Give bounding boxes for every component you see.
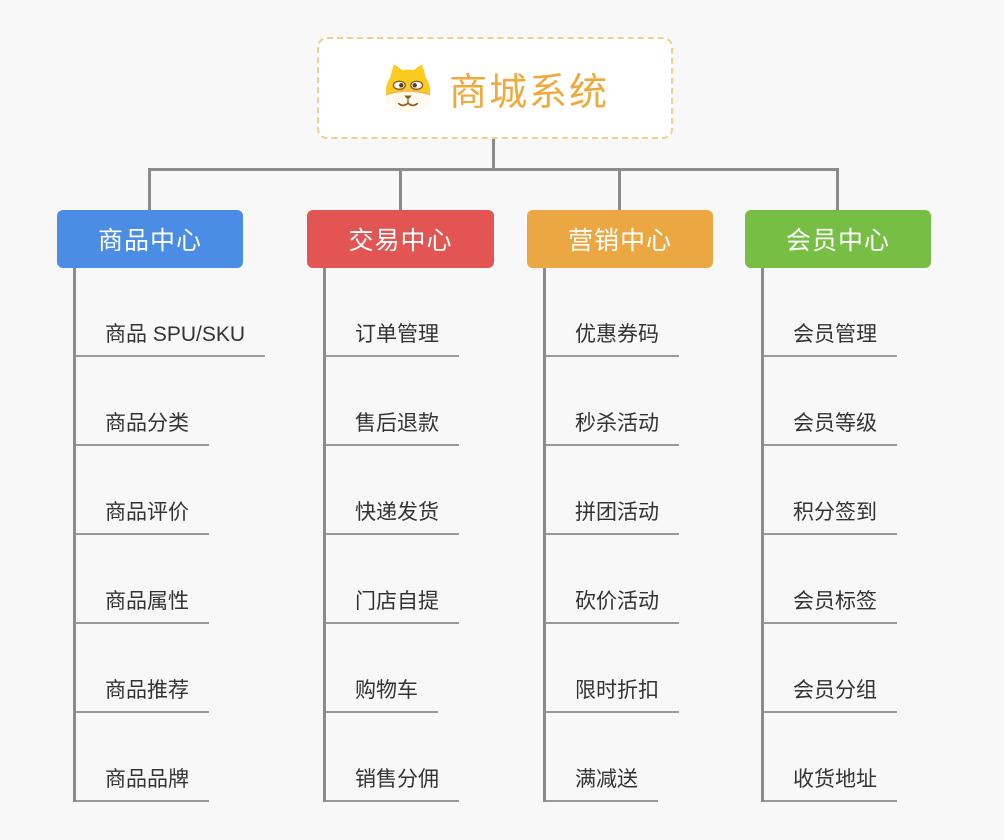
branch-header-marketing-center[interactable]: 营销中心 [527,210,713,268]
connector-drop-product [148,168,151,212]
leaf-item[interactable]: 会员分组 [764,624,897,713]
leaf-item[interactable]: 秒杀活动 [546,357,679,446]
branch-header-trade-center[interactable]: 交易中心 [307,210,494,268]
branch-header-member-center[interactable]: 会员中心 [745,210,931,268]
branch-header-label: 交易中心 [348,227,453,255]
connector-drop-member [836,168,839,212]
leaf-item[interactable]: 购物车 [326,624,438,713]
branch-header-label: 商品中心 [97,227,202,255]
root-node-mall-system[interactable]: 商城系统 [317,37,673,139]
leaf-item[interactable]: 售后退款 [326,357,459,446]
leaf-item[interactable]: 优惠券码 [546,268,679,357]
connector-drop-trade [399,168,402,212]
leaf-item[interactable]: 砍价活动 [546,535,679,624]
leaf-item[interactable]: 商品品牌 [76,713,209,802]
connector-root-stub [492,139,495,171]
leaf-item[interactable]: 销售分佣 [326,713,459,802]
leaf-item[interactable]: 商品 SPU/SKU [76,268,266,357]
leaf-item[interactable]: 拼团活动 [546,446,679,535]
leaf-item[interactable]: 商品评价 [76,446,209,535]
leaf-item[interactable]: 会员管理 [764,268,897,357]
leaf-item[interactable]: 会员等级 [764,357,897,446]
leaf-item[interactable]: 商品属性 [76,535,209,624]
branch-column-trade: 订单管理 售后退款 快递发货 门店自提 购物车 销售分佣 [323,268,459,802]
leaf-item[interactable]: 订单管理 [326,268,459,357]
leaf-item[interactable]: 满减送 [546,713,658,802]
branch-column-product: 商品 SPU/SKU 商品分类 商品评价 商品属性 商品推荐 商品品牌 [73,268,266,802]
branch-column-marketing: 优惠券码 秒杀活动 拼团活动 砍价活动 限时折扣 满减送 [543,268,679,802]
root-title: 商城系统 [448,71,609,114]
connector-bus [148,168,839,171]
leaf-item[interactable]: 商品推荐 [76,624,209,713]
leaf-item[interactable]: 收货地址 [764,713,897,802]
branch-column-member: 会员管理 会员等级 积分签到 会员标签 会员分组 收货地址 [761,268,897,802]
branch-header-product-center[interactable]: 商品中心 [57,210,243,268]
leaf-item[interactable]: 门店自提 [326,535,459,624]
leaf-item[interactable]: 限时折扣 [546,624,679,713]
dog-mascot-icon [385,64,431,112]
branch-header-label: 营销中心 [567,227,672,255]
connector-drop-marketing [618,168,621,212]
leaf-item[interactable]: 会员标签 [764,535,897,624]
leaf-item[interactable]: 积分签到 [764,446,897,535]
leaf-item[interactable]: 快递发货 [326,446,459,535]
branch-header-label: 会员中心 [785,227,890,255]
leaf-item[interactable]: 商品分类 [76,357,209,446]
